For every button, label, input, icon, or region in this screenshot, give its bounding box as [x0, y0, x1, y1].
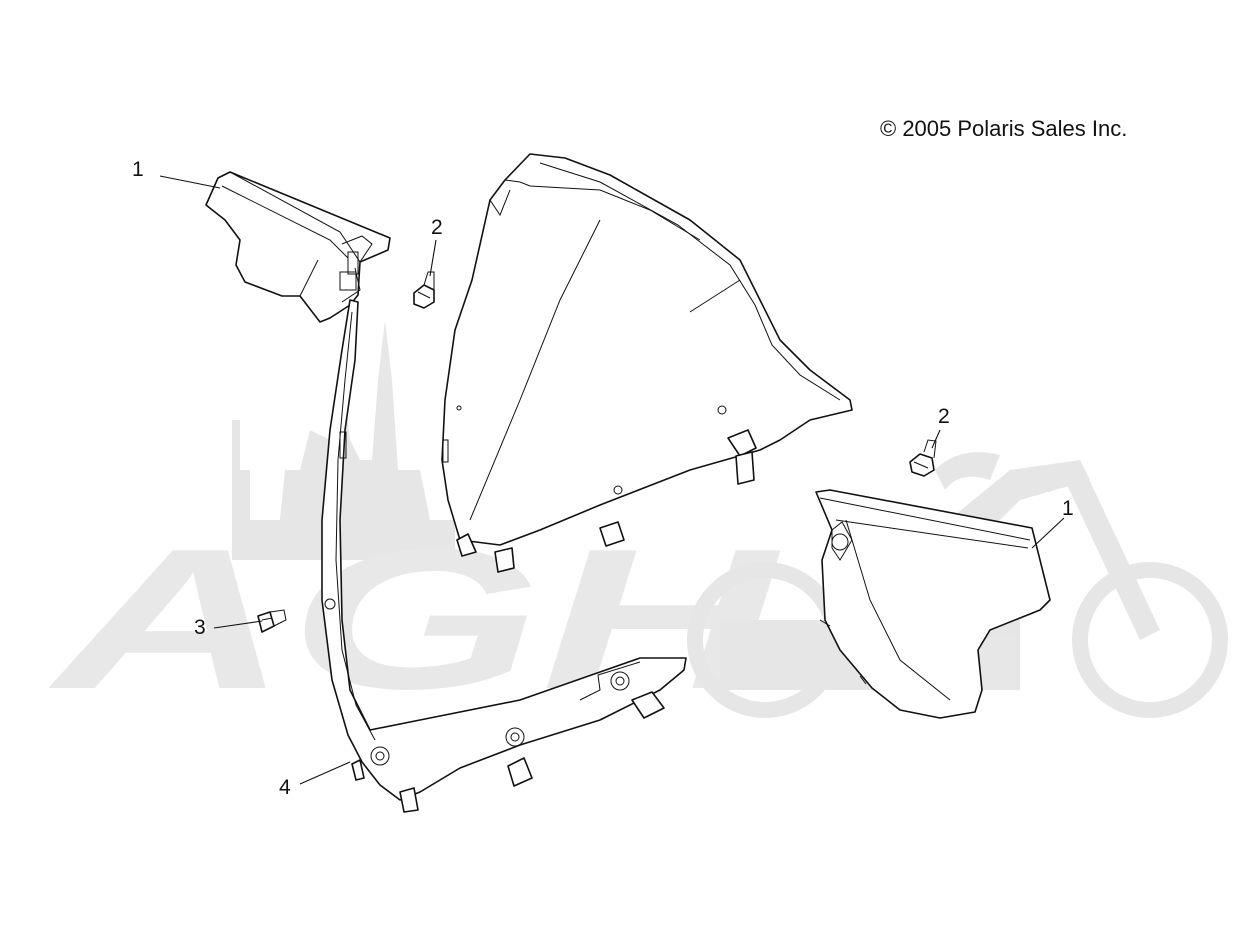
leader-3 [213, 620, 263, 629]
part-3-fastener [257, 609, 287, 633]
watermark-text: AGH [47, 508, 781, 731]
leader-lines [159, 175, 1065, 785]
leader-2-right [931, 429, 941, 449]
part-center-windshield [441, 153, 853, 573]
callout-4: 4 [279, 776, 291, 799]
callout-1-left: 1 [132, 158, 144, 181]
leader-1-right [1031, 517, 1065, 549]
leader-4 [299, 761, 351, 785]
part-4-curved-trim [321, 299, 687, 813]
part-1-right-panel [815, 489, 1051, 719]
part-2-screw-top [413, 271, 435, 309]
leader-2-top [429, 239, 437, 277]
callout-1-right: 1 [1062, 497, 1074, 520]
callout-2-right: 2 [938, 405, 950, 428]
copyright-notice: © 2005 Polaris Sales Inc. [880, 116, 1128, 141]
part-1-left-panel [205, 171, 391, 323]
leader-1-left [159, 175, 221, 189]
callout-3: 3 [194, 616, 206, 639]
callout-2-top: 2 [431, 216, 443, 239]
part-2-screw-right [909, 439, 937, 477]
